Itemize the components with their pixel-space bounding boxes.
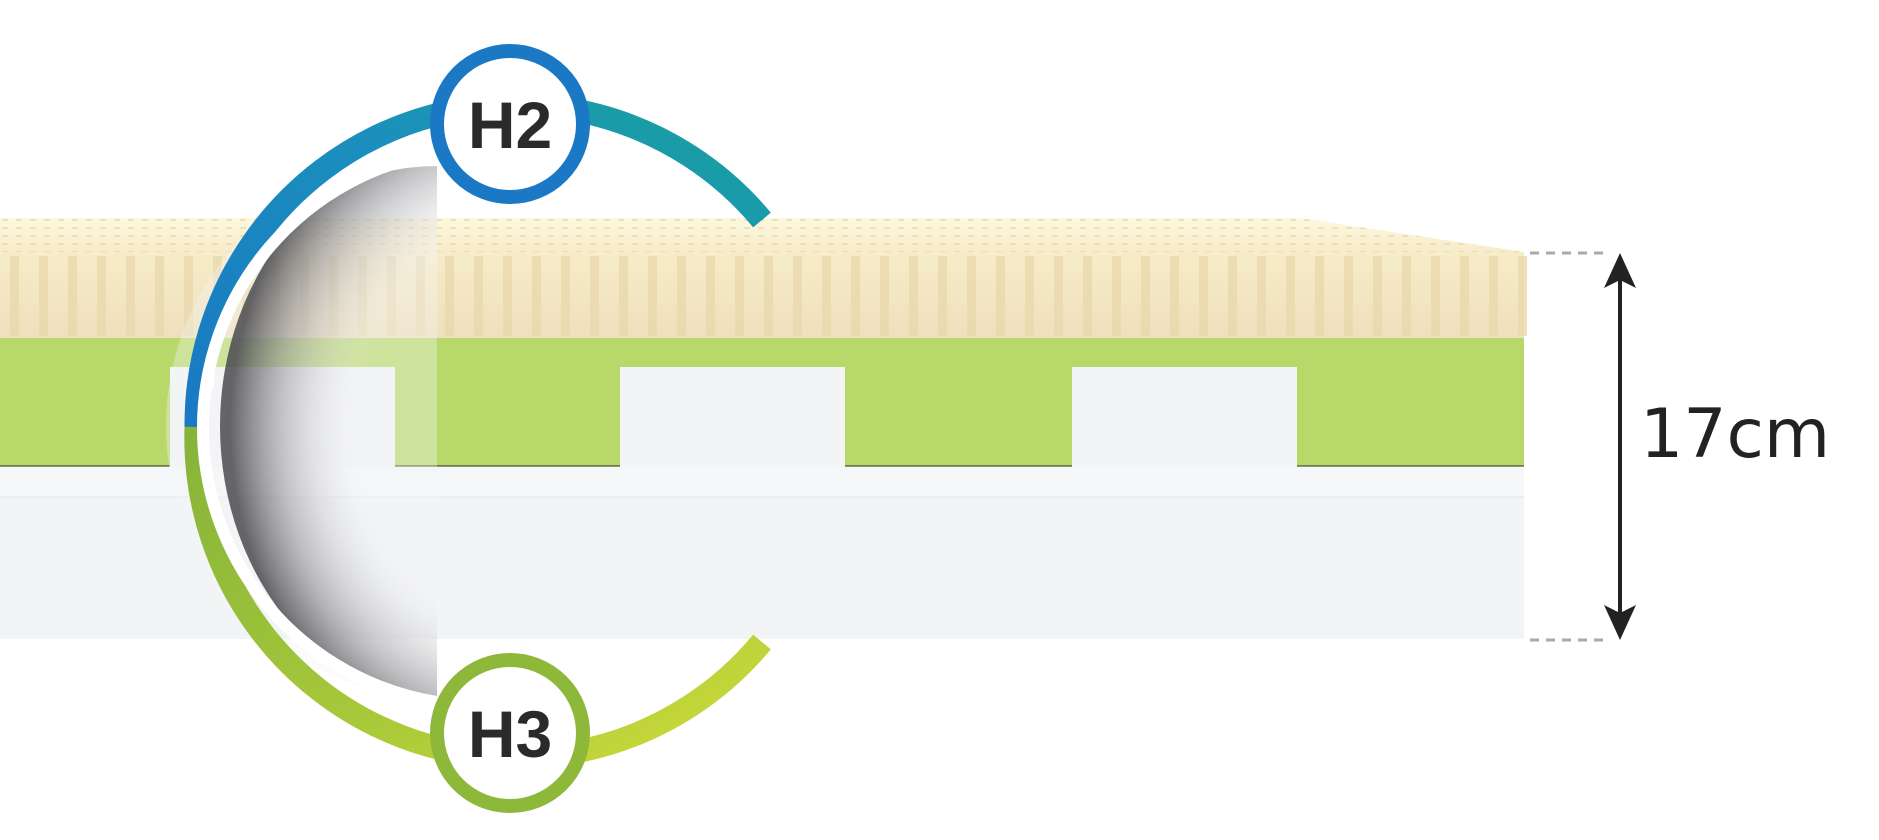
latex-rib xyxy=(155,256,164,336)
latex-rib xyxy=(1431,256,1440,336)
latex-top-texture xyxy=(0,218,1524,252)
latex-rib xyxy=(909,256,918,336)
latex-rib xyxy=(184,256,193,336)
latex-rib xyxy=(1315,256,1324,336)
flip-arrow-icon: H2 H3 xyxy=(166,44,771,813)
height-dimension: 17cm xyxy=(1530,251,1830,642)
latex-rib xyxy=(474,256,483,336)
latex-rib xyxy=(1286,256,1295,336)
latex-rib xyxy=(996,256,1005,336)
latex-rib xyxy=(532,256,541,336)
latex-rib xyxy=(851,256,860,336)
latex-rib xyxy=(503,256,512,336)
latex-rib xyxy=(1025,256,1034,336)
latex-rib xyxy=(1489,256,1498,336)
base-foam-divider xyxy=(0,496,1524,498)
latex-rib xyxy=(1373,256,1382,336)
latex-rib xyxy=(1518,256,1527,336)
latex-rib xyxy=(1228,256,1237,336)
latex-rib xyxy=(1199,256,1208,336)
latex-rib xyxy=(735,256,744,336)
latex-rib xyxy=(764,256,773,336)
latex-rib xyxy=(1112,256,1121,336)
latex-rib xyxy=(1257,256,1266,336)
badge-h2-label: H2 xyxy=(468,88,552,162)
latex-rib xyxy=(39,256,48,336)
latex-rib xyxy=(822,256,831,336)
latex-rib xyxy=(68,256,77,336)
latex-rib xyxy=(590,256,599,336)
foam-cutout xyxy=(1072,367,1297,467)
latex-rib xyxy=(1170,256,1179,336)
badge-h3: H3 xyxy=(430,653,590,813)
latex-rib xyxy=(97,256,106,336)
latex-rib xyxy=(242,256,251,336)
height-label: 17cm xyxy=(1640,395,1830,474)
latex-rib xyxy=(677,256,686,336)
latex-rib xyxy=(126,256,135,336)
firmness-arc-bottom xyxy=(184,426,771,770)
latex-rib xyxy=(648,256,657,336)
latex-rib xyxy=(880,256,889,336)
firmness-arc-top xyxy=(184,93,771,428)
latex-rib xyxy=(10,256,19,336)
latex-rib xyxy=(706,256,715,336)
latex-rib xyxy=(561,256,570,336)
latex-rib xyxy=(619,256,628,336)
latex-rib xyxy=(445,256,454,336)
latex-rib xyxy=(1460,256,1469,336)
double-arrow-icon xyxy=(1604,253,1636,640)
latex-rib xyxy=(1141,256,1150,336)
badge-h2: H2 xyxy=(430,44,590,204)
latex-rib xyxy=(1402,256,1411,336)
latex-rib xyxy=(1054,256,1063,336)
foam-cutout xyxy=(620,367,845,467)
latex-rib xyxy=(1344,256,1353,336)
badge-h3-label: H3 xyxy=(468,697,552,771)
latex-rib xyxy=(1083,256,1092,336)
latex-rib xyxy=(938,256,947,336)
latex-rib xyxy=(793,256,802,336)
latex-rib xyxy=(967,256,976,336)
